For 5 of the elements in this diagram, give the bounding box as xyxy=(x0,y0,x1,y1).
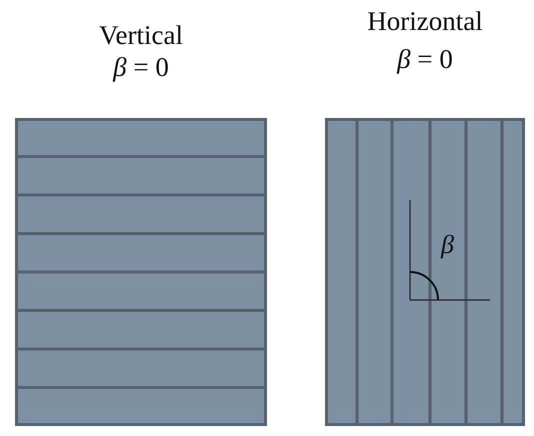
angle-formula: β = 0 xyxy=(396,44,454,75)
heading: Vertical xyxy=(98,20,184,51)
angle-label: β xyxy=(441,230,454,260)
heading: Horizontal xyxy=(366,6,484,37)
angle-formula: β = 0 xyxy=(112,52,170,83)
